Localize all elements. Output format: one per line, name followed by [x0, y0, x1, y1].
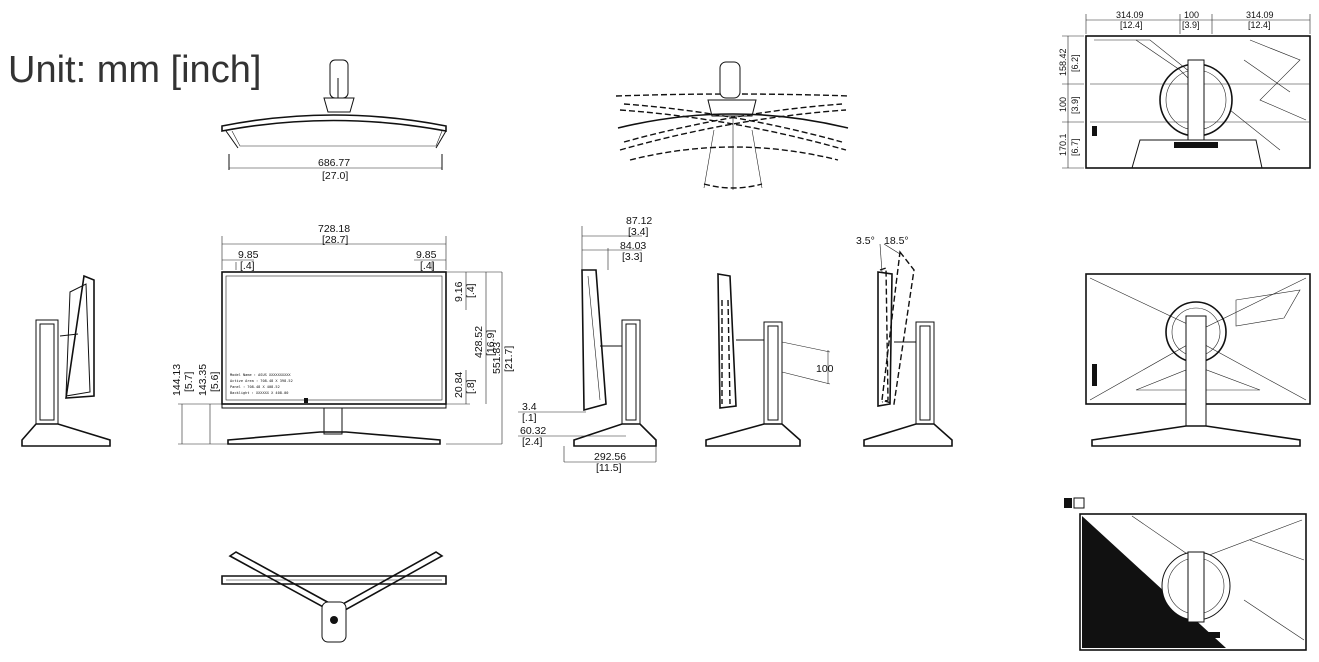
tilt-view: 3.5° 18.5° — [856, 235, 953, 447]
overall-height: 551.83 — [491, 342, 503, 374]
rear-left: 314.09 — [1116, 10, 1144, 20]
bezel-bottom-inch: [.8] — [465, 379, 477, 394]
base-depth-inch: [11.5] — [596, 462, 622, 474]
overall-width: 728.18 — [318, 223, 350, 235]
swivel-view — [615, 61, 851, 190]
bezel-bottom: 20.84 — [453, 372, 465, 398]
rear-left-inch: [12.4] — [1120, 20, 1143, 30]
bezel-left-inch: [.4] — [240, 260, 255, 272]
front-spec-line-1: Model Name : ASUS XXXXXXXXXX — [230, 373, 291, 377]
front-spec-line-4: Backlight : XXXXXX X 408.00 — [230, 391, 288, 395]
gap-inch: [.1] — [522, 412, 537, 424]
overall-height-inch: [21.7] — [503, 346, 515, 372]
bezel-right: 9.85 — [416, 249, 437, 261]
rear-lower: 170.1 — [1058, 133, 1068, 156]
bezel-right-inch: [.4] — [420, 260, 435, 272]
rear-right-inch: [12.4] — [1248, 20, 1271, 30]
side-view: 87.12 [3.4] 84.03 [3.3] 3.4 [.1] 60.32 [… — [518, 215, 657, 474]
rear-upper-inch: [6.2] — [1070, 54, 1080, 72]
overall-width-inch: [28.7] — [322, 234, 348, 246]
rear-mid-inch: [3.9] — [1182, 20, 1200, 30]
rear-view-dims: 314.09 [12.4] 100 [3.9] 314.09 [12.4] 15… — [1058, 10, 1311, 169]
gap: 3.4 — [522, 401, 537, 413]
tilt-forward: 3.5° — [856, 235, 875, 247]
bezel-top-inch: [.4] — [465, 283, 477, 298]
bottom-view — [221, 551, 447, 643]
top-view-width-inch: [27.0] — [322, 170, 348, 182]
depth-top-inch: [3.4] — [628, 226, 649, 238]
top-view-width: 686.77 — [318, 157, 350, 169]
rear-mid: 100 — [1184, 10, 1199, 20]
rear-view-stand — [1085, 273, 1311, 447]
height-adjust-view: 100 — [705, 273, 834, 447]
front-view: Model Name : ASUS XXXXXXXXXX Active Area… — [171, 223, 515, 445]
stand-low-inch: [5.7] — [183, 371, 195, 392]
unit-title: Unit: mm [inch] — [8, 49, 261, 91]
depth-top: 87.12 — [626, 215, 652, 227]
rear-lower-inch: [6.7] — [1070, 138, 1080, 156]
tilt-back: 18.5° — [884, 235, 909, 247]
panel-height: 428.52 — [473, 326, 485, 358]
front-spec-line-2: Active Area : 708.48 X 398.52 — [230, 379, 293, 383]
rear-view-shaded — [1064, 497, 1307, 651]
offset-inch: [2.4] — [522, 436, 543, 448]
depth-mid: 84.03 — [620, 240, 646, 252]
stand-high: 143.35 — [197, 364, 209, 396]
left-side-view — [21, 274, 111, 447]
panel-height-inch: [16.9] — [485, 330, 497, 356]
rear-upper: 158.42 — [1058, 48, 1068, 76]
rear-right: 314.09 — [1246, 10, 1274, 20]
stand-low: 144.13 — [171, 364, 183, 396]
bezel-top: 9.16 — [453, 281, 465, 302]
offset: 60.32 — [520, 425, 546, 437]
rear-vesa-inch: [3.9] — [1070, 96, 1080, 114]
stand-high-inch: [5.6] — [209, 371, 221, 392]
base-depth: 292.56 — [594, 451, 626, 463]
rear-vesa: 100 — [1058, 97, 1068, 112]
height-travel: 100 — [816, 363, 834, 375]
front-spec-line-3: Panel : 708.48 X 408.52 — [230, 385, 280, 389]
top-view: 686.77 [27.0] — [221, 59, 447, 182]
bezel-left: 9.85 — [238, 249, 259, 261]
depth-mid-inch: [3.3] — [622, 251, 643, 263]
